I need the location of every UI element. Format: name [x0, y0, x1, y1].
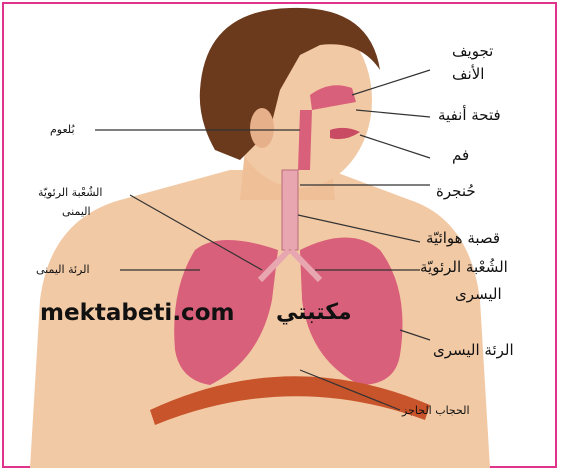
label-larynx: حُنجرة [436, 182, 476, 200]
watermark-arabic: مكتبتي [276, 300, 352, 325]
label-nasal-cavity-line2: الأنف [452, 65, 484, 83]
label-left-bronchus-line2: اليسرى [455, 285, 502, 303]
pharynx-shape [298, 110, 312, 170]
label-nasal-cavity-line1: تجويف [452, 42, 493, 60]
label-right-bronchus-line2: اليمنى [62, 205, 91, 218]
label-trachea: قصبة هوائيّة [426, 229, 500, 247]
label-pharynx: بُلعوم [50, 123, 75, 136]
watermark-english: mektabeti.com [40, 300, 234, 326]
trachea-shape [282, 170, 298, 250]
label-right-lung: الرئة اليمنى [36, 263, 90, 276]
label-right-bronchus-line1: الشُعْبة الرئويّة [38, 186, 102, 199]
label-mouth: فم [452, 146, 469, 164]
label-left-lung: الرئة اليسرى [433, 341, 514, 359]
label-diaphragm: الحجاب الحاجز [402, 404, 470, 417]
label-left-bronchus-line1: الشُعْبة الرئويّة [420, 258, 508, 276]
ear [250, 108, 274, 148]
leader-mouth [360, 135, 430, 158]
label-nostril: فتحة أنفية [438, 106, 501, 124]
